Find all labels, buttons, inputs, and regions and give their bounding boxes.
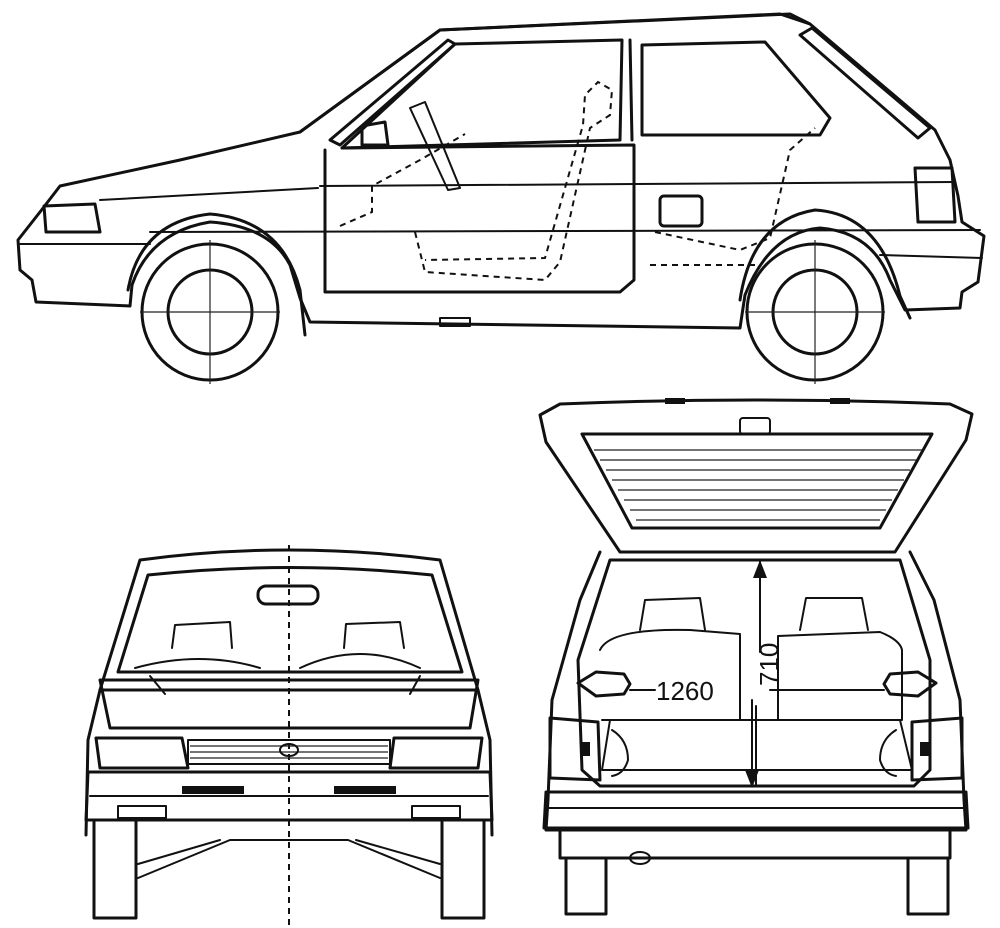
rear-reflector-left (580, 742, 590, 756)
side-hood-line (99, 187, 319, 201)
rear-height-arrow-bottom (745, 770, 759, 788)
side-hatch-glass (798, 26, 932, 140)
side-rear-seat-dashed (654, 127, 816, 252)
front-tire-right (440, 820, 486, 920)
side-door-window (340, 38, 624, 150)
front-grille (187, 739, 391, 765)
rear-view: 1260 710 (538, 398, 974, 916)
rear-width-arrow-left (576, 670, 632, 698)
front-hood-crease-left (149, 675, 166, 695)
rear-bumper (542, 790, 970, 830)
rear-hatch-hinge-right (830, 398, 850, 404)
side-belt-line-2 (149, 229, 981, 233)
front-vent-left (182, 786, 244, 794)
rear-hatch-hinge-left (665, 398, 685, 404)
side-rear-window (640, 40, 832, 137)
side-headlight (42, 202, 102, 234)
front-dashboard (134, 653, 421, 669)
rear-reflector-right (920, 742, 930, 756)
front-mirror (256, 584, 320, 606)
side-rear-arch (738, 208, 912, 320)
side-front-arch (126, 212, 307, 337)
front-badge-icon (279, 743, 299, 757)
rear-valance (558, 828, 952, 860)
side-taillight (913, 166, 957, 224)
cargo-width-label: 1260 (656, 676, 714, 706)
side-dash-dashed (339, 133, 466, 227)
rear-hatch-glass (580, 432, 934, 530)
front-windshield (116, 566, 464, 674)
front-hood-crease-right (409, 675, 421, 695)
front-seat-left (171, 621, 233, 649)
front-tire-left (92, 820, 138, 920)
rear-opening (576, 558, 932, 788)
rear-seat-back-left (599, 628, 741, 721)
side-steering-wheel (409, 101, 461, 191)
rear-hatch-outer (538, 398, 974, 554)
rear-tire-right (906, 858, 950, 916)
side-body-outline (16, 12, 986, 330)
front-view (84, 545, 494, 925)
front-foglight-left (117, 805, 167, 819)
rear-inner-arch-right (879, 729, 897, 777)
rear-inner-arch-left (611, 729, 629, 777)
side-belt-line-1 (319, 181, 956, 187)
front-foglight-right (411, 805, 461, 819)
side-rear-bumper-line (879, 254, 983, 259)
front-vent-right (334, 786, 396, 794)
rear-taillight-left (548, 716, 602, 782)
side-mirror (360, 120, 390, 147)
front-roof (98, 548, 480, 692)
rear-hatch-latch-icon (739, 417, 771, 435)
side-roof (298, 12, 812, 134)
front-suspension (137, 839, 441, 879)
side-view (16, 12, 986, 384)
rear-exhaust-icon (629, 851, 651, 865)
rear-body-outline (544, 550, 968, 832)
rear-seat-back-right (777, 631, 903, 721)
side-b-pillar (628, 38, 634, 142)
rear-hatch-defroster (594, 449, 922, 521)
cargo-height-label: 710 (754, 643, 784, 686)
side-door (323, 143, 636, 294)
side-fuel-flap (658, 194, 704, 228)
rear-width-arrow-right (882, 670, 938, 698)
front-hood (98, 678, 480, 730)
front-headlight-right (388, 736, 484, 770)
rear-seat-headrest-left (639, 597, 706, 631)
rear-taillight-right (910, 716, 964, 782)
rear-seat-headrest-right (799, 597, 869, 631)
rear-tire-left (564, 858, 608, 916)
front-bumper (84, 770, 494, 822)
front-seat-right (343, 621, 405, 649)
side-underbody (439, 317, 471, 327)
front-headlight-left (94, 736, 190, 770)
rear-height-arrow-top (753, 560, 767, 578)
